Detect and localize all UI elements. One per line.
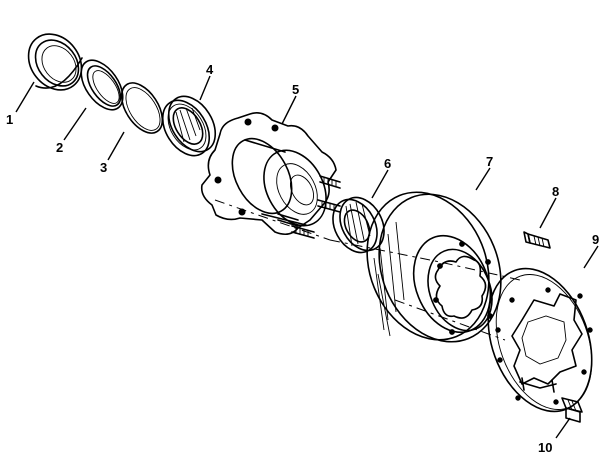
part-9-hub-extension xyxy=(487,267,593,413)
callout-9: 9 xyxy=(592,232,599,247)
callout-7: 7 xyxy=(486,154,493,169)
part-1-outer-seal xyxy=(27,33,83,91)
leader-lines xyxy=(15,75,599,439)
part-3-spacer-ring xyxy=(120,82,164,134)
callout-2: 2 xyxy=(56,140,63,155)
callout-6: 6 xyxy=(384,156,391,171)
callouts: 1 2 3 4 5 6 7 8 9 10 xyxy=(6,62,599,455)
callout-4: 4 xyxy=(206,62,214,77)
callout-10: 10 xyxy=(538,440,552,455)
center-axis-lines xyxy=(214,199,521,341)
callout-3: 3 xyxy=(100,160,107,175)
part-7-brake-rotor xyxy=(366,191,502,343)
part-5-hub-assembly xyxy=(200,112,341,239)
hub-studs xyxy=(277,175,341,239)
callout-5: 5 xyxy=(292,82,299,97)
part-8-bolt xyxy=(523,231,551,249)
callout-8: 8 xyxy=(552,184,559,199)
callout-1: 1 xyxy=(6,112,13,127)
part-6-inner-bearing xyxy=(332,196,385,254)
part-10-bolt xyxy=(561,397,583,423)
part-4-outer-bearing xyxy=(161,95,217,157)
part-2-seal-ring xyxy=(80,59,124,111)
